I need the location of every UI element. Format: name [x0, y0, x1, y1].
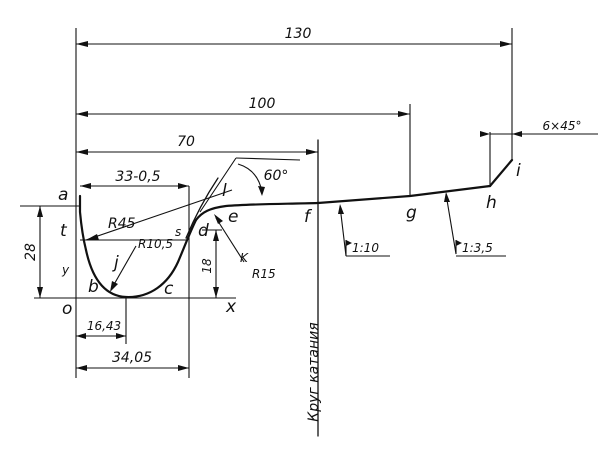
point-k: K	[240, 251, 249, 265]
point-x: x	[225, 297, 237, 317]
point-e: e	[228, 207, 238, 227]
point-c: c	[164, 279, 174, 299]
dim-130: 130	[76, 26, 512, 47]
dim-34-05-label: 34,05	[112, 350, 152, 366]
point-s: s	[175, 225, 181, 239]
point-i: i	[516, 161, 521, 181]
angle-60-label: 60°	[264, 168, 289, 184]
dim-28: 28	[23, 206, 43, 298]
point-f: f	[304, 207, 313, 227]
tread-line	[316, 184, 492, 205]
flange-back-line	[78, 194, 88, 252]
taper-1-10-label: 1:10	[352, 241, 379, 255]
radius-labels: R45 R10,5 R15	[86, 214, 276, 292]
point-d: d	[198, 221, 209, 241]
reference-lines	[20, 28, 513, 437]
point-labels: a t y o b c s d e l K j f g h i x	[58, 161, 521, 319]
dim-33-label: 33-0,5	[115, 169, 160, 185]
dim-100: 100	[76, 96, 410, 117]
dim-18: 18	[200, 229, 222, 298]
radius-r10-5-label: R10,5	[138, 237, 173, 251]
dim-100-label: 100	[249, 96, 276, 112]
dim-34-05: 34,05	[76, 350, 189, 371]
point-l: l	[222, 181, 227, 201]
point-a: a	[58, 185, 68, 205]
point-b: b	[88, 277, 99, 297]
flange-tread-transition	[194, 201, 320, 222]
dim-16-43-label: 16,43	[87, 319, 121, 333]
radius-r45-label: R45	[108, 216, 136, 232]
flange-bottom-arc	[84, 218, 198, 299]
rolling-circle-label: Круг катания	[306, 322, 322, 421]
point-j: j	[112, 253, 119, 273]
dim-16-43: 16,43	[76, 319, 126, 339]
dim-70: 70	[76, 134, 318, 155]
dim-chamfer-label: 6×45°	[543, 119, 582, 133]
dim-chamfer: 6×45°	[480, 119, 598, 137]
point-o: o	[62, 299, 72, 319]
dim-28-label: 28	[23, 243, 39, 261]
point-t: t	[60, 221, 68, 241]
point-h: h	[486, 193, 497, 213]
dim-70-label: 70	[177, 134, 195, 150]
dim-18-label: 18	[200, 258, 214, 274]
taper-labels: 1:10 1:3,5	[338, 192, 506, 257]
dim-130-label: 130	[285, 26, 312, 42]
outer-chamfer	[488, 158, 514, 188]
radius-r15-label: R15	[252, 267, 276, 281]
dim-33: 33-0,5	[80, 169, 189, 189]
point-g: g	[406, 203, 417, 223]
point-y: y	[61, 263, 70, 277]
taper-1-3-5-label: 1:3,5	[462, 241, 493, 255]
angle-60: 60°	[237, 163, 289, 196]
